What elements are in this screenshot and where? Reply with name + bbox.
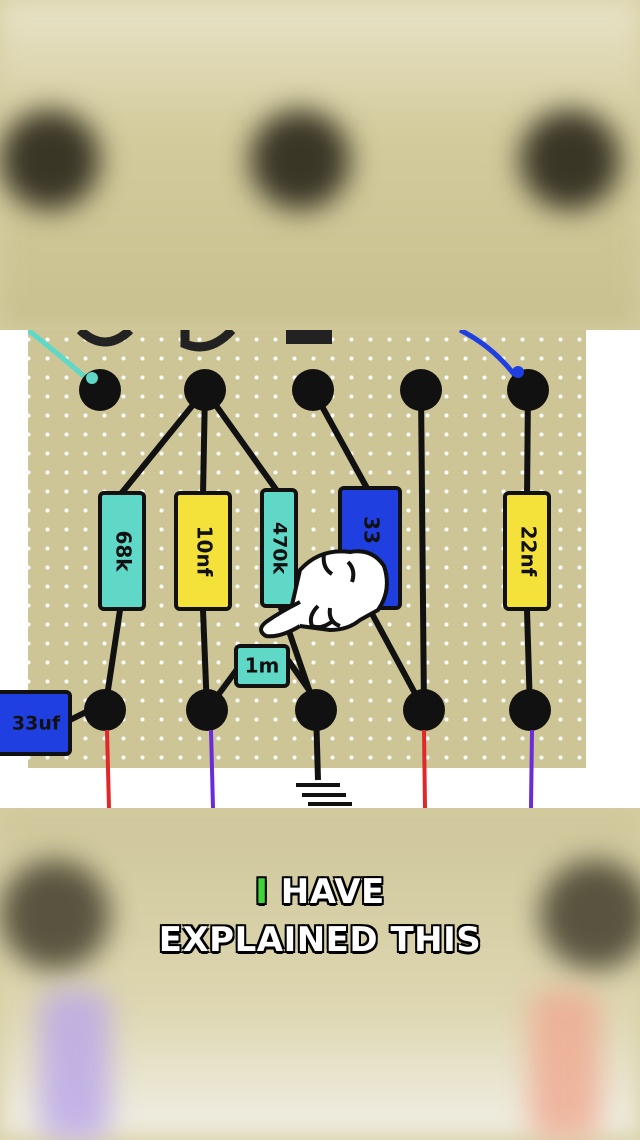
resistor-1m: 1m	[234, 644, 290, 688]
circuit-board-diagram: 68k 10nf 470k 33 22nf 1m 33uf	[0, 330, 586, 808]
pads	[79, 369, 551, 731]
svg-text:68k: 68k	[112, 530, 136, 572]
capacitor-10nf: 10nf	[174, 491, 232, 611]
caption-text: HAVE	[268, 872, 385, 912]
capacitor-33uf: 33uf	[0, 690, 72, 756]
blue-wire-end	[512, 366, 524, 378]
resistor-470k: 470k	[260, 488, 298, 608]
blurred-wire	[530, 990, 600, 1140]
svg-text:10nf: 10nf	[193, 526, 217, 577]
svg-text:33: 33	[360, 516, 384, 544]
ground-symbol	[296, 783, 352, 806]
purple-wire	[209, 729, 215, 808]
blurred-pad	[520, 110, 620, 210]
blurred-wire	[40, 990, 110, 1140]
blurred-pad	[0, 110, 100, 210]
video-frame: 68k 10nf 470k 33 22nf 1m 33uf	[0, 330, 640, 808]
svg-text:1m: 1m	[245, 654, 280, 678]
svg-text:470k: 470k	[269, 522, 291, 575]
letter-fragment	[286, 330, 332, 344]
red-wire	[422, 729, 427, 808]
black-wire	[68, 709, 88, 723]
blurred-pad	[540, 860, 640, 970]
letter-fragment	[180, 330, 236, 352]
white-side-panel	[0, 330, 28, 690]
red-wire	[105, 729, 111, 808]
blurred-pad	[250, 110, 350, 210]
pointing-hand-icon	[259, 549, 389, 639]
letter-fragment	[76, 330, 134, 347]
white-side-panel	[586, 330, 640, 808]
caption-line-1: I HAVE	[0, 872, 640, 912]
caption-highlight-word: I	[255, 872, 269, 912]
purple-wire	[529, 729, 534, 808]
teal-wire-end	[86, 372, 98, 384]
caption-line-2: EXPLAINED THIS	[158, 920, 482, 960]
resistor-68k: 68k	[98, 491, 146, 611]
svg-text:22nf: 22nf	[517, 526, 541, 577]
blurred-pad	[0, 860, 110, 970]
capacitor-22nf: 22nf	[503, 491, 551, 611]
svg-text:33uf: 33uf	[12, 713, 61, 735]
